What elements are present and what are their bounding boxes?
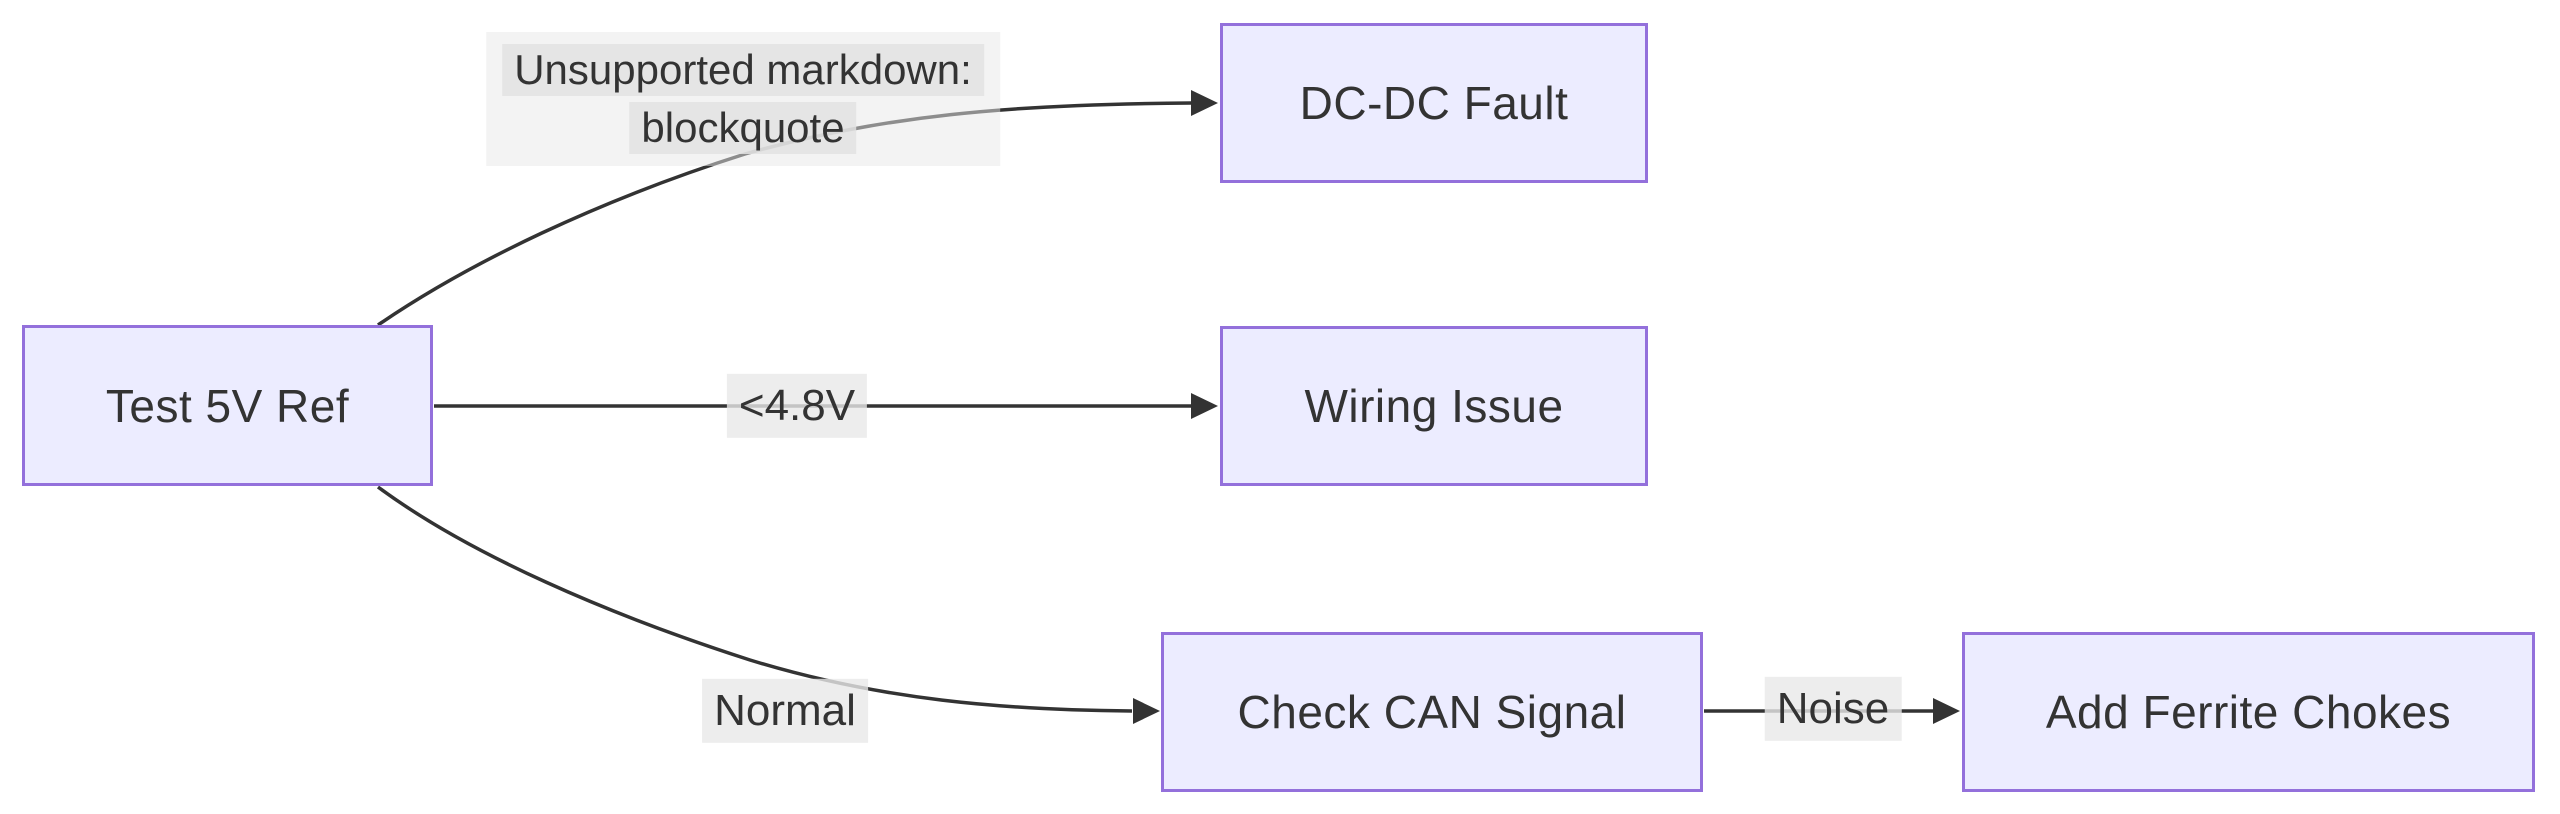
node-label: Add Ferrite Chokes xyxy=(2045,686,2452,738)
edge-label-unsupported-markdown: Unsupported markdown: blockquote xyxy=(486,32,1000,167)
node-check-can-signal: Check CAN Signal xyxy=(1161,632,1703,792)
node-label: Test 5V Ref xyxy=(105,379,350,432)
node-dc-dc-fault: DC-DC Fault xyxy=(1220,23,1648,183)
edge-test5v-to-checkcan xyxy=(376,485,1133,713)
edge-label-line: Unsupported markdown: xyxy=(502,44,984,97)
node-label: DC-DC Fault xyxy=(1299,77,1569,129)
arrowhead-ferrite xyxy=(1933,698,1960,724)
edge-label-line: blockquote xyxy=(629,102,857,155)
arrowhead-checkcan xyxy=(1133,698,1160,724)
node-label: Wiring Issue xyxy=(1304,380,1564,432)
node-label: Check CAN Signal xyxy=(1237,686,1627,738)
edge-label-under-voltage: <4.8V xyxy=(726,373,868,439)
edge-label-noise: Noise xyxy=(1764,676,1902,742)
node-test-5v-ref: Test 5V Ref xyxy=(22,325,433,486)
node-wiring-issue: Wiring Issue xyxy=(1220,326,1648,486)
node-add-ferrite-chokes: Add Ferrite Chokes xyxy=(1962,632,2535,792)
arrowhead-wiring xyxy=(1191,393,1218,419)
arrowhead-dcdc xyxy=(1191,90,1218,116)
edge-label-normal: Normal xyxy=(702,678,868,744)
